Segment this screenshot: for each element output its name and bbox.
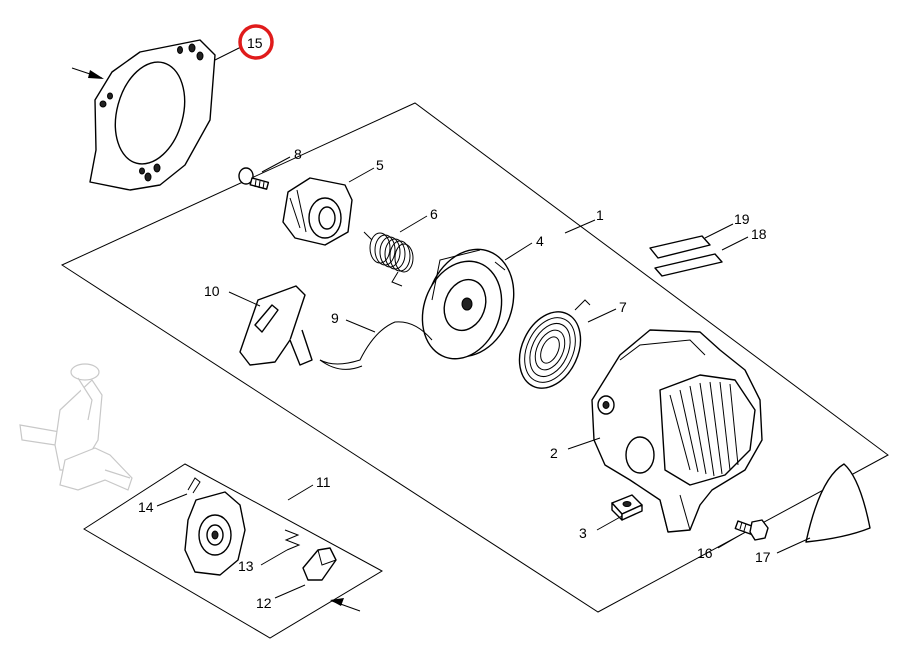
part-10-handle: [239, 285, 313, 366]
crankshaft-ghost: [19, 363, 133, 491]
callout-19: 19: [734, 211, 750, 227]
part-5-pulley: [282, 177, 353, 246]
callout-10: 10: [204, 283, 220, 299]
part-13-spring: [284, 529, 301, 551]
part-16-bolt: [734, 519, 769, 541]
callout-7: 7: [619, 299, 627, 315]
part-17-cover: [805, 463, 871, 543]
direction-arrow-bottom: [330, 598, 361, 612]
callout-11: 11: [316, 474, 331, 490]
part-4-reel: [421, 248, 515, 360]
callout-3: 3: [579, 525, 587, 541]
callout-13: 13: [238, 558, 254, 574]
callout-18: 18: [751, 226, 767, 242]
callout-16: 16: [697, 545, 713, 561]
callout-8: 8: [294, 146, 302, 162]
callout-6: 6: [430, 206, 438, 222]
highlight-circle-15: [238, 24, 274, 60]
part-15-plate: [89, 39, 216, 191]
part-8-screw: [238, 167, 270, 190]
callout-15: 15: [247, 35, 263, 51]
part-14-clip: [187, 477, 201, 494]
callout-5: 5: [376, 157, 384, 173]
part-12-pawl: [302, 547, 337, 581]
leader-lines: [156, 46, 811, 599]
sub-assembly-panel: [83, 463, 384, 639]
part-19-label: [649, 235, 711, 259]
callout-2: 2: [550, 445, 558, 461]
part-9-rope: [319, 321, 433, 370]
callout-14: 14: [138, 499, 154, 515]
callout-17: 17: [755, 549, 771, 565]
callout-1: 1: [596, 207, 604, 223]
callout-12: 12: [256, 595, 272, 611]
main-assembly-panel: [60, 102, 889, 613]
part-18-label: [654, 253, 723, 277]
part-7-coil-spring: [518, 299, 591, 389]
part-11-ratchet: [184, 491, 246, 576]
direction-arrow-top: [71, 67, 104, 79]
callout-9: 9: [331, 310, 339, 326]
callout-4: 4: [536, 233, 544, 249]
part-2-housing: [591, 329, 763, 533]
part-3-nut: [611, 494, 643, 521]
part-6-spring: [363, 231, 414, 287]
